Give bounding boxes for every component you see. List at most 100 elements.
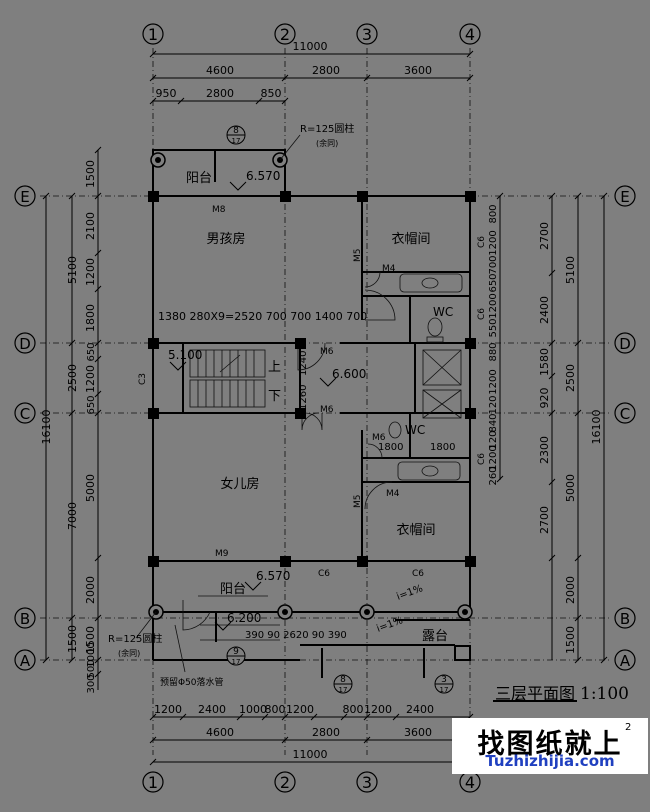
dim-left-major-1: 5100: [66, 256, 79, 284]
column: [465, 191, 476, 202]
dim-right-minor-1: 2700: [538, 222, 551, 250]
door-tag-m8: M8: [212, 205, 226, 215]
dim-right-chain-1: 800: [488, 204, 499, 223]
axis-bubble-2-bottom: [274, 771, 296, 793]
stair-down-label: 下: [268, 389, 281, 404]
axis-label-4-bottom: 4: [465, 773, 475, 792]
dim-landing-line: 390 90 2620 90 390: [245, 630, 347, 641]
axis-bubble-C-right: [614, 402, 636, 424]
column: [280, 191, 291, 202]
stair: [189, 349, 266, 408]
room-label-balcony-bottom: 阳台: [220, 582, 246, 597]
room-label-closet-top: 衣帽间: [391, 231, 430, 247]
column: [465, 338, 476, 349]
dim-wc-1: 1800: [378, 442, 403, 453]
note-drain: 预留Φ50落水管: [160, 676, 224, 688]
column: [280, 556, 291, 567]
dim-right-minor-5: 2300: [538, 436, 551, 464]
basin-top-icon: [421, 277, 439, 289]
dim-left-minor-4: 1800: [84, 304, 97, 332]
elevation-canopy: 6.200: [227, 611, 261, 625]
dim-bottom-seg-2: 2800: [312, 726, 340, 739]
fixtures: [198, 273, 463, 641]
axis-bubble-C-left: [14, 402, 36, 424]
watermark-banner: 找图纸就上 Tuzhizhijia.com: [452, 718, 648, 774]
dim-right-chain-2: 1200: [488, 230, 499, 255]
dim-right-chain-8: 1200: [488, 369, 499, 394]
axis-bubble-A-left: [14, 649, 36, 671]
dim-right-minor-6: 2700: [538, 506, 551, 534]
dim-right-minor-4: 920: [538, 388, 551, 409]
detail-callout-bottom-right: 3 17: [423, 648, 454, 694]
axis-label-D-right: D: [619, 335, 631, 353]
room-label-boy: 男孩房: [206, 231, 245, 247]
room-label-girl: 女儿房: [220, 476, 259, 492]
bottom-dimensions: [149, 713, 474, 766]
page-number: 2: [625, 722, 632, 733]
axis-bubble-1-bottom: [142, 771, 164, 793]
axis-bubble-E-right: [614, 185, 636, 207]
window-tag-c3: C3: [138, 373, 148, 385]
axis-bubble-A-right: [614, 649, 636, 671]
detail-bottom-right-sheet: 17: [440, 686, 449, 694]
dim-bottom-seg-1: 4600: [206, 726, 234, 739]
dim-top-sub-3: 850: [261, 87, 282, 100]
dim-right-minor-2: 2400: [538, 296, 551, 324]
dim-1260: 1260: [298, 385, 309, 410]
axis-label-C-right: C: [620, 405, 630, 423]
dim-right-minor-3: 1580: [538, 348, 551, 376]
dim-left-minor-13: 300: [86, 674, 97, 693]
dim-left-minor-7: 650: [86, 395, 97, 414]
dim-right-overall: 16100: [590, 410, 603, 445]
elevation-top-balcony: 6.570: [246, 169, 280, 183]
vanity-bottom: [397, 461, 461, 481]
axis-label-4-top: 4: [465, 25, 475, 44]
axis-bubble-2-top: [274, 23, 296, 45]
room-label-wc-top: WC: [433, 305, 453, 319]
detail-bottom-left-num: 9: [233, 647, 239, 657]
dim-bottom-detail-6: 800: [343, 703, 364, 716]
column: [148, 408, 159, 419]
axis-label-E-right: E: [620, 188, 629, 206]
axis-label-3-bottom: 3: [362, 773, 372, 792]
dim-top-sub-2: 2800: [206, 87, 234, 100]
dim-right-chain-13: 260: [488, 466, 499, 485]
room-label-balcony-top: 阳台: [186, 171, 212, 186]
note-column-top-sub: (余同): [316, 138, 338, 148]
column: [357, 191, 368, 202]
dim-bottom-detail-5: 1200: [286, 703, 314, 716]
door-tag-m6-mid: M6: [320, 405, 334, 415]
toilet-tank-top-icon: [426, 336, 444, 343]
dim-right-major-3: 5000: [564, 474, 577, 502]
window-tag-c6-3: C6: [477, 453, 487, 465]
dim-right-chain-3: 700: [488, 255, 499, 274]
axis-label-D-left: D: [19, 335, 31, 353]
detail-callout-bottom-mid: 8 17: [321, 648, 353, 694]
elevation-bottom-balcony: 6.570: [256, 569, 290, 583]
walls: [152, 149, 471, 661]
column: [148, 338, 159, 349]
dim-bottom-total: 11000: [293, 748, 328, 761]
door-tag-m5-top: M5: [353, 249, 363, 263]
dim-top-seg-2: 2800: [312, 64, 340, 77]
axis-bubble-B-right: [614, 607, 636, 629]
note-slope-1: i=1%: [395, 583, 424, 603]
axis-bubbles: 1 2 3 4 1 2 3 4 E D C B A E D C B A: [14, 23, 636, 793]
dim-right-chain-7: 880: [488, 342, 499, 361]
room-label-terrace: 露台: [422, 629, 448, 644]
dim-bottom-seg-3: 3600: [404, 726, 432, 739]
dim-right-chain-5: 1200: [488, 293, 499, 318]
detail-callout-bottom-left: 9 17: [215, 612, 246, 666]
watermark-url: Tuzhizhijia.com: [485, 752, 615, 770]
drawing-scale: 1:100: [580, 684, 629, 704]
window-tag-c6-1: C6: [477, 236, 487, 248]
shower-bottom: [422, 389, 462, 419]
drawing-title: 三层平面图: [495, 684, 576, 703]
detail-bottom-mid-sheet: 17: [339, 686, 348, 694]
column: [357, 556, 368, 567]
axis-bubble-4-top: [459, 23, 481, 45]
column: [465, 408, 476, 419]
watermark-text: 找图纸就上: [477, 729, 623, 760]
detail-bottom-mid-num: 8: [340, 675, 346, 685]
detail-top-num: 8: [233, 126, 239, 136]
